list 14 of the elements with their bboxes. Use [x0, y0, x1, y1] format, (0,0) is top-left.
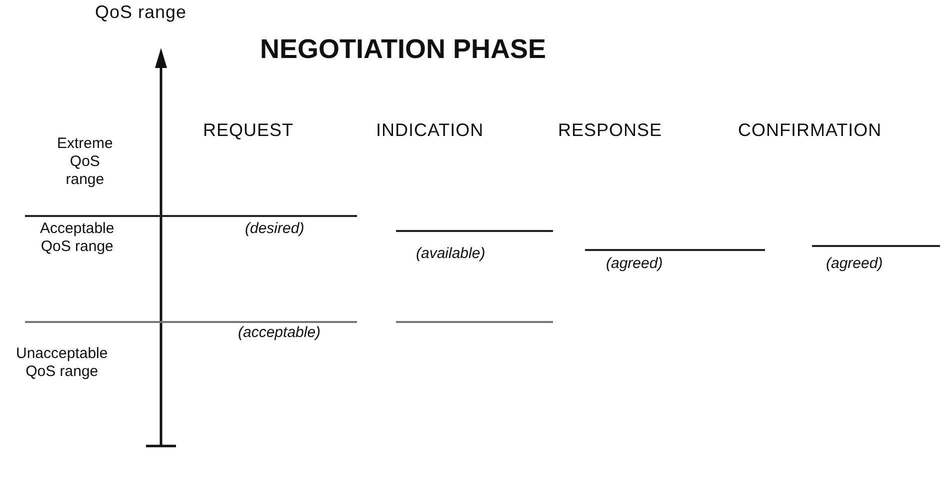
column-heading: REQUEST: [203, 120, 294, 142]
axis-label: QoS range: [95, 2, 187, 24]
range-label: Unacceptable QoS range: [16, 345, 108, 381]
title: NEGOTIATION PHASE: [260, 34, 546, 65]
level-label: (desired): [245, 220, 304, 238]
column-heading: INDICATION: [376, 120, 484, 142]
level-label: (agreed): [606, 255, 663, 273]
column-heading: RESPONSE: [558, 120, 662, 142]
range-label: Acceptable QoS range: [40, 220, 114, 256]
column-heading: CONFIRMATION: [738, 120, 882, 142]
level-label: (acceptable): [238, 324, 321, 342]
range-label: Extreme QoS range: [57, 135, 113, 189]
level-label: (agreed): [826, 255, 883, 273]
level-label: (available): [416, 245, 486, 263]
